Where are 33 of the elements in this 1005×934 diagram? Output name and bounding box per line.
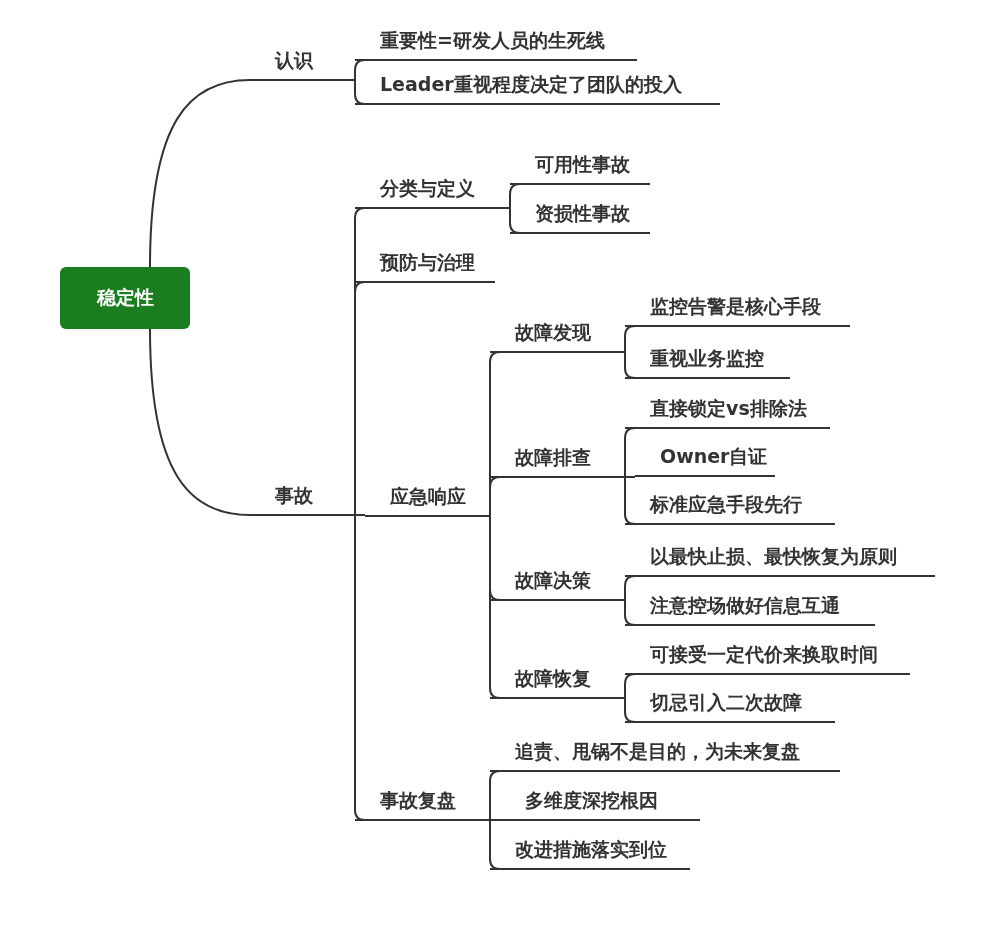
- topic-text: Leader重视程度决定了团队的投入: [380, 72, 682, 97]
- topic-text: 事故复盘: [380, 788, 456, 813]
- topic-text: 可用性事故: [535, 152, 630, 177]
- root-topic-box: [60, 267, 190, 329]
- topic-text: 应急响应: [390, 484, 466, 509]
- topic-text: 直接锁定vs排除法: [650, 396, 807, 421]
- topic-text: 故障恢复: [515, 666, 591, 691]
- connector-line: [489, 819, 501, 821]
- topic-text: 分类与定义: [380, 176, 475, 201]
- topic-text: 可接受一定代价来换取时间: [650, 642, 878, 667]
- connector-line: [354, 514, 366, 516]
- topic-text: 重要性=研发人员的生死线: [380, 28, 605, 53]
- topic-text: 故障决策: [515, 568, 591, 593]
- topic-text: 故障排查: [515, 445, 591, 470]
- topic-text: 稳定性: [96, 285, 154, 310]
- topic-text: 标准应急手段先行: [650, 492, 802, 517]
- connector-line: [149, 79, 251, 268]
- topic-text: 重视业务监控: [650, 346, 764, 371]
- topic-text: 以最快止损、最快恢复为原则: [650, 544, 897, 569]
- connector-line: [149, 328, 251, 516]
- topic-text: 故障发现: [515, 320, 591, 345]
- topic-text: 预防与治理: [380, 250, 475, 275]
- topic-text: Owner自证: [660, 444, 768, 469]
- topic-text: 切忌引入二次故障: [650, 690, 802, 715]
- topic-text: 注意控场做好信息互通: [650, 593, 840, 618]
- topic-text: 资损性事故: [535, 201, 630, 226]
- topic-text: 监控告警是核心手段: [650, 294, 821, 319]
- topic-text: 追责、甩锅不是目的，为未来复盘: [515, 739, 800, 764]
- topic-text: 认识: [275, 48, 313, 73]
- connector-line: [624, 476, 636, 478]
- topic-text: 改进措施落实到位: [515, 837, 667, 862]
- topic-text: 事故: [275, 483, 313, 508]
- topic-text: 多维度深挖根因: [525, 788, 658, 813]
